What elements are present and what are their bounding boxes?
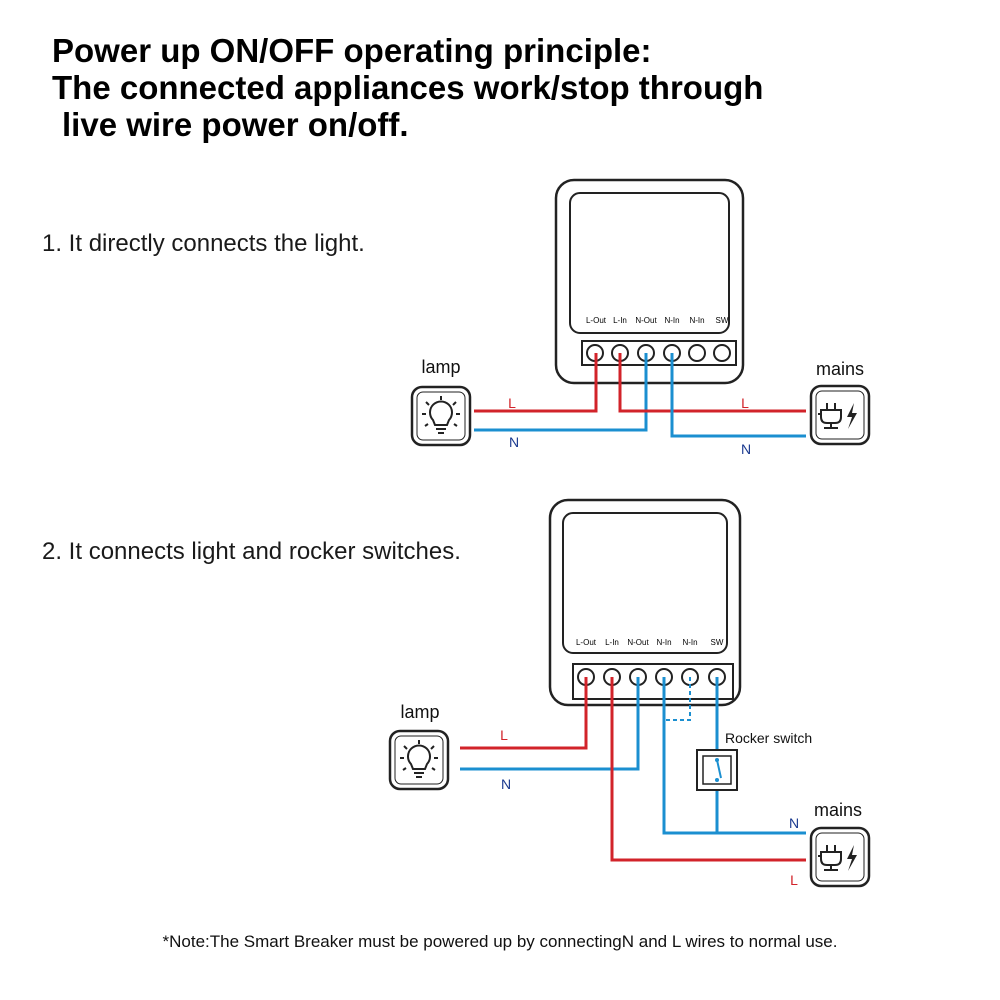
mains-label: mains <box>816 359 864 379</box>
title-line-3: live wire power on/off. <box>62 106 409 143</box>
terminal-label: N-In <box>656 638 671 647</box>
live-wire-lamp <box>460 677 588 750</box>
terminal-label: N-In <box>682 638 697 647</box>
live-wire-mains <box>610 677 806 862</box>
terminal-label: N-In <box>689 316 704 325</box>
neutral-wire-mains <box>670 353 806 438</box>
lamp-label: lamp <box>400 702 439 722</box>
lamp-label: lamp <box>421 357 460 377</box>
terminal-label: N-Out <box>635 316 657 325</box>
wire-label-live: L <box>508 395 516 411</box>
plug-icon <box>809 384 871 446</box>
wire-label-live: L <box>741 395 749 411</box>
wire-label-neutral: N <box>789 815 799 831</box>
terminal-screw <box>713 344 731 362</box>
n-in-bridge-wire <box>664 677 691 721</box>
neutral-wire-lamp <box>474 353 648 432</box>
rocker-switch-label: Rocker switch <box>725 730 812 746</box>
lightbulb-icon <box>410 385 472 447</box>
title-line-1: Power up ON/OFF operating principle: <box>52 32 652 69</box>
live-wire-mains <box>618 353 806 413</box>
rocker-switch-icon <box>696 749 738 791</box>
terminal-label: L-In <box>605 638 619 647</box>
terminal-block <box>581 340 737 366</box>
terminal-screw <box>688 344 706 362</box>
terminal-label: L-Out <box>586 316 607 325</box>
terminal-label: L-In <box>613 316 627 325</box>
terminal-label: N-Out <box>627 638 649 647</box>
title-line-2: The connected appliances work/stop throu… <box>52 69 764 106</box>
terminal-label: L-Out <box>576 638 597 647</box>
terminal-label: SW <box>716 316 729 325</box>
footnote: *Note:The Smart Breaker must be powered … <box>162 932 838 951</box>
terminal-label: SW <box>711 638 724 647</box>
terminal-label: N-In <box>664 316 679 325</box>
diagram-1: L-Out L-In N-Out N-In N-In SW L N L N la… <box>410 178 871 457</box>
wire-label-neutral: N <box>501 776 511 792</box>
diagram-2: L-Out L-In N-Out N-In N-In SW Rocker swi… <box>388 498 871 888</box>
mains-label: mains <box>814 800 862 820</box>
live-wire-lamp <box>474 353 598 413</box>
page-title: Power up ON/OFF operating principle: The… <box>52 32 952 143</box>
lightbulb-icon <box>388 729 450 791</box>
neutral-wire-lamp <box>460 677 640 771</box>
wire-label-neutral: N <box>741 441 751 457</box>
terminal-block <box>572 663 734 700</box>
step-1-caption: 1. It directly connects the light. <box>42 230 365 257</box>
module-face <box>569 192 730 334</box>
wire-label-live: L <box>500 727 508 743</box>
wire-label-neutral: N <box>509 434 519 450</box>
module-face <box>562 512 728 654</box>
neutral-wire-mains <box>662 677 806 835</box>
wire-label-live: L <box>790 872 798 888</box>
plug-icon <box>809 826 871 888</box>
step-2-caption: 2. It connects light and rocker switches… <box>42 538 461 565</box>
